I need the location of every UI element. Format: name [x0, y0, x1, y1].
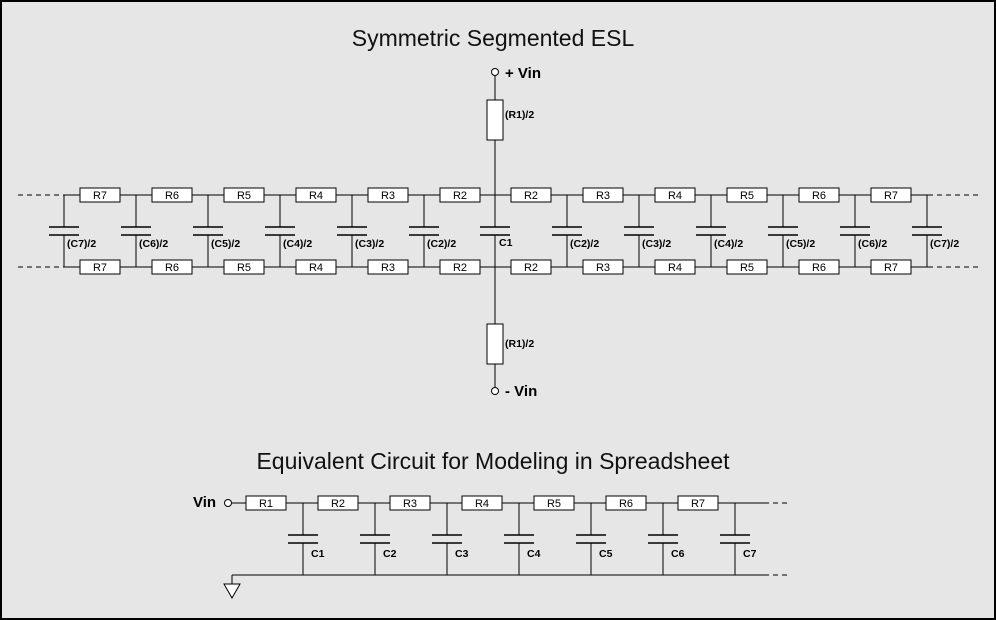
left-bottom-resistor-2-body: [223, 259, 265, 275]
equivalent-resistor-3-label: R4: [475, 498, 489, 510]
left-capacitor-5-label: (C2)/2: [427, 238, 456, 250]
right-bottom-resistor-1-label: R3: [596, 262, 610, 274]
circuit-components: R7R7(C7)/2R6R6(C6)/2R5R5(C5)/2R4R4(C4)/2…: [49, 68, 959, 600]
plus-vin-label: + Vin: [505, 65, 541, 82]
right-capacitor-0-label: (C2)/2: [570, 238, 599, 250]
right-top-resistor-4-label: R6: [812, 190, 826, 202]
left-capacitor-0-label: (C7)/2: [67, 238, 96, 250]
equivalent-capacitor-3-label: C4: [527, 548, 541, 560]
right-capacitor-1-label: (C3)/2: [642, 238, 671, 250]
right-bottom-resistor-1-body: [582, 259, 624, 275]
top-resistor-label: (R1)/2: [505, 109, 534, 121]
left-bottom-resistor-5-label: R2: [453, 262, 467, 274]
equivalent-vin-terminal: [224, 499, 232, 507]
left-top-resistor-5-body: [439, 187, 481, 203]
equivalent-capacitor-0-label: C1: [311, 548, 325, 560]
left-top-resistor-5-label: R2: [453, 190, 467, 202]
right-top-resistor-2-body: [654, 187, 696, 203]
left-bottom-resistor-3-label: R4: [309, 262, 323, 274]
left-bottom-resistor-3-body: [295, 259, 337, 275]
left-capacitor-1-label: (C6)/2: [139, 238, 168, 250]
right-top-resistor-5-body: [870, 187, 912, 203]
left-top-resistor-3-body: [295, 187, 337, 203]
right-capacitor-4-label: (C6)/2: [858, 238, 887, 250]
right-top-resistor-2-label: R4: [668, 190, 682, 202]
equivalent-capacitor-1-label: C2: [383, 548, 397, 560]
right-capacitor-2-label: (C4)/2: [714, 238, 743, 250]
equivalent-capacitor-6-label: C7: [743, 548, 757, 560]
left-bottom-resistor-4-label: R3: [381, 262, 395, 274]
right-top-resistor-0-label: R2: [524, 190, 538, 202]
left-top-resistor-1-label: R6: [165, 190, 179, 202]
right-bottom-resistor-3-label: R5: [740, 262, 754, 274]
right-top-resistor-4-body: [798, 187, 840, 203]
right-bottom-resistor-4-label: R6: [812, 262, 826, 274]
left-top-resistor-4-label: R3: [381, 190, 395, 202]
main-title: Symmetric Segmented ESL: [352, 25, 635, 51]
bottom-resistor-body: [486, 323, 504, 365]
equivalent-title: Equivalent Circuit for Modeling in Sprea…: [256, 448, 730, 474]
equivalent-resistor-2-label: R3: [403, 498, 417, 510]
left-top-resistor-2-body: [223, 187, 265, 203]
left-top-resistor-1-body: [151, 187, 193, 203]
equivalent-capacitor-2-label: C3: [455, 548, 469, 560]
equivalent-resistor-5-body: [605, 495, 647, 511]
right-bottom-resistor-3-body: [726, 259, 768, 275]
equivalent-capacitor-4-label: C5: [599, 548, 613, 560]
right-capacitor-3-label: (C5)/2: [786, 238, 815, 250]
left-bottom-resistor-1-label: R6: [165, 262, 179, 274]
equivalent-resistor-5-label: R6: [619, 498, 633, 510]
top-resistor-body: [486, 99, 504, 141]
right-bottom-resistor-4-body: [798, 259, 840, 275]
left-bottom-resistor-2-label: R5: [237, 262, 251, 274]
minus-vin-label: - Vin: [505, 383, 537, 400]
left-bottom-resistor-5-body: [439, 259, 481, 275]
left-capacitor-4-label: (C3)/2: [355, 238, 384, 250]
ground-icon: [223, 583, 241, 600]
right-bottom-resistor-5-body: [870, 259, 912, 275]
right-bottom-resistor-2-label: R4: [668, 262, 682, 274]
equivalent-resistor-6-label: R7: [691, 498, 705, 510]
right-top-resistor-1-body: [582, 187, 624, 203]
left-bottom-resistor-0-label: R7: [93, 262, 107, 274]
right-capacitor-5-label: (C7)/2: [930, 238, 959, 250]
left-capacitor-3-label: (C4)/2: [283, 238, 312, 250]
equivalent-resistor-1-label: R2: [331, 498, 345, 510]
right-bottom-resistor-2-body: [654, 259, 696, 275]
equivalent-vin-label: Vin: [193, 494, 216, 511]
right-top-resistor-5-label: R7: [884, 190, 898, 202]
bottom-resistor-label: (R1)/2: [505, 338, 534, 350]
equivalent-resistor-4-label: R5: [547, 498, 561, 510]
equivalent-resistor-4-body: [533, 495, 575, 511]
left-top-resistor-0-body: [79, 187, 121, 203]
left-bottom-resistor-1-body: [151, 259, 193, 275]
right-top-resistor-3-label: R5: [740, 190, 754, 202]
right-top-resistor-0-body: [510, 187, 552, 203]
right-top-resistor-1-label: R3: [596, 190, 610, 202]
left-bottom-resistor-0-body: [79, 259, 121, 275]
right-bottom-resistor-0-label: R2: [524, 262, 538, 274]
minus-vin-terminal: [491, 387, 499, 395]
equivalent-resistor-2-body: [389, 495, 431, 511]
center-capacitor-label: C1: [499, 237, 513, 249]
equivalent-capacitor-5-label: C6: [671, 548, 685, 560]
left-top-resistor-2-label: R5: [237, 190, 251, 202]
left-top-resistor-3-label: R4: [309, 190, 323, 202]
equivalent-resistor-1-body: [317, 495, 359, 511]
equivalent-resistor-3-body: [461, 495, 503, 511]
left-bottom-resistor-4-body: [367, 259, 409, 275]
left-top-resistor-4-body: [367, 187, 409, 203]
right-bottom-resistor-0-body: [510, 259, 552, 275]
plus-vin-terminal: [491, 68, 499, 76]
equivalent-resistor-0-label: R1: [259, 498, 273, 510]
left-capacitor-2-label: (C5)/2: [211, 238, 240, 250]
left-top-resistor-0-label: R7: [93, 190, 107, 202]
right-bottom-resistor-5-label: R7: [884, 262, 898, 274]
equivalent-resistor-0-body: [245, 495, 287, 511]
equivalent-resistor-6-body: [677, 495, 719, 511]
right-top-resistor-3-body: [726, 187, 768, 203]
